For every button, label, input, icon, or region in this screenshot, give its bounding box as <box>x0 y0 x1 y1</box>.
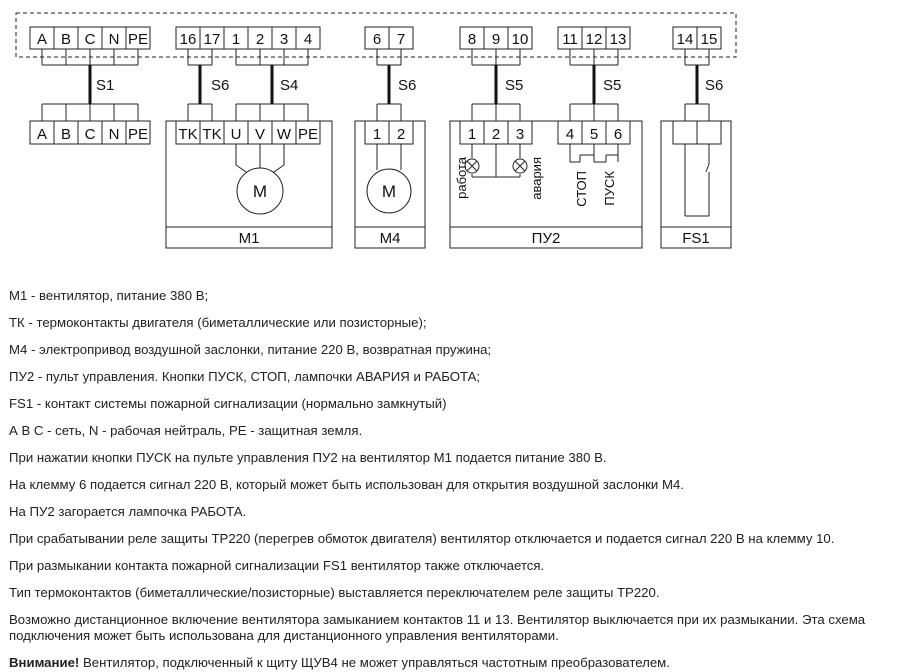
top-terminal-label: 10 <box>512 31 529 48</box>
button-stop-label: СТОП <box>574 171 589 207</box>
motor-m4-symbol: M <box>382 182 396 201</box>
cabinet-outline <box>15 12 737 58</box>
top-terminal-label: 14 <box>677 31 694 48</box>
terminal-block-network <box>29 120 151 145</box>
top-terminal-label: 13 <box>610 31 627 48</box>
cable-label-s6-fs1: S6 <box>705 77 723 94</box>
note-line: А В С - сеть, N - рабочая нейтраль, PE -… <box>9 423 363 438</box>
pu2-terminal-label: 1 <box>468 126 476 143</box>
motor-terminal-label: W <box>277 126 292 143</box>
device-pu2-box <box>449 120 643 249</box>
wiring-diagram: A B C N PE 16 17 1 2 3 4 6 7 8 9 10 11 1… <box>15 12 737 249</box>
cable-label-s5-lamps: S5 <box>505 77 523 94</box>
motor-terminal-label: TK <box>202 126 221 143</box>
network-terminal-label: B <box>61 126 71 143</box>
pu2-terminal-label: 6 <box>614 126 622 143</box>
warning-label: Внимание! <box>9 655 80 670</box>
top-terminal-label: 16 <box>180 31 197 48</box>
m4-terminal-label: 2 <box>397 126 405 143</box>
motor-terminal-label: TK <box>178 126 197 143</box>
lamp-alarm-label: авария <box>529 157 544 200</box>
pu2-terminal-label: 4 <box>566 126 574 143</box>
cable-label-s1: S1 <box>96 77 114 94</box>
lamp-work-label: работа <box>454 156 469 199</box>
top-terminal-label: 2 <box>256 31 264 48</box>
top-terminal-label: 7 <box>397 31 405 48</box>
top-terminal-label: PE <box>128 31 148 48</box>
top-terminal-label: 6 <box>373 31 381 48</box>
network-terminal-label: PE <box>128 126 148 143</box>
cable-label-s6-m4: S6 <box>398 77 416 94</box>
note-line: Тип термоконтактов (биметаллические/пози… <box>9 585 660 600</box>
top-terminal-label: B <box>61 31 71 48</box>
top-terminal-label: 17 <box>204 31 221 48</box>
motor-m1-symbol: M <box>253 182 267 201</box>
top-terminal-label: 1 <box>232 31 240 48</box>
lamp-alarm-icon <box>512 158 528 174</box>
note-line: ТК - термоконтакты двигателя (биметаллич… <box>9 315 427 330</box>
note-line: М4 - электропривод воздушной заслонки, п… <box>9 342 492 357</box>
cable-label-s5-buttons: S5 <box>603 77 621 94</box>
top-terminal-label: 11 <box>562 31 578 48</box>
button-start-label: ПУСК <box>602 171 617 206</box>
warning-note: Внимание! Вентилятор, подключенный к щит… <box>9 655 670 671</box>
device-name-pu2: ПУ2 <box>532 230 561 247</box>
note-line: На ПУ2 загорается лампочка РАБОТА. <box>9 504 247 519</box>
top-terminal-label: 9 <box>492 31 500 48</box>
pu2-terminal-label: 5 <box>590 126 598 143</box>
top-terminal-label: 8 <box>468 31 476 48</box>
note-line: При размыкании контакта пожарной сигнали… <box>9 558 545 573</box>
note-line: При нажатии кнопки ПУСК на пульте управл… <box>9 450 607 465</box>
top-terminal-label: 15 <box>701 31 718 48</box>
note-line: При срабатывании реле защиты ТР220 (пере… <box>9 531 835 546</box>
top-terminal-label: N <box>109 31 120 48</box>
top-terminal-label: A <box>37 31 47 48</box>
note-line: FS1 - контакт системы пожарной сигнализа… <box>9 396 447 411</box>
note-line: M1 - вентилятор, питание 380 В; <box>9 288 209 303</box>
motor-m4-circle <box>366 168 412 214</box>
device-name-m4: M4 <box>380 230 401 247</box>
network-terminal-label: A <box>37 126 47 143</box>
motor-terminal-label: PE <box>298 126 318 143</box>
pu2-terminal-label: 2 <box>492 126 500 143</box>
note-line: На клемму 6 подается сигнал 220 В, котор… <box>9 477 684 492</box>
top-terminal-label: C <box>85 31 96 48</box>
network-terminal-label: C <box>85 126 96 143</box>
device-name-fs1: FS1 <box>682 230 710 247</box>
motor-terminal-label: U <box>231 126 242 143</box>
note-line: ПУ2 - пульт управления. Кнопки ПУСК, СТО… <box>9 369 481 384</box>
motor-m1-circle <box>236 167 284 215</box>
cable-label-s6-tk: S6 <box>211 77 229 94</box>
note-line: Возможно дистанционное включение вентиля… <box>9 612 866 643</box>
cable-label-s4: S4 <box>280 77 298 94</box>
top-terminal-label: 12 <box>586 31 603 48</box>
device-name-m1: M1 <box>239 230 260 247</box>
top-terminal-label: 4 <box>304 31 312 48</box>
motor-terminal-label: V <box>255 126 265 143</box>
lamp-work-icon <box>464 158 480 174</box>
m4-terminal-label: 1 <box>373 126 381 143</box>
warning-text: Вентилятор, подключенный к щиту ЩУВ4 не … <box>79 655 670 670</box>
pu2-terminal-label: 3 <box>516 126 524 143</box>
top-terminal-label: 3 <box>280 31 288 48</box>
network-terminal-label: N <box>109 126 120 143</box>
